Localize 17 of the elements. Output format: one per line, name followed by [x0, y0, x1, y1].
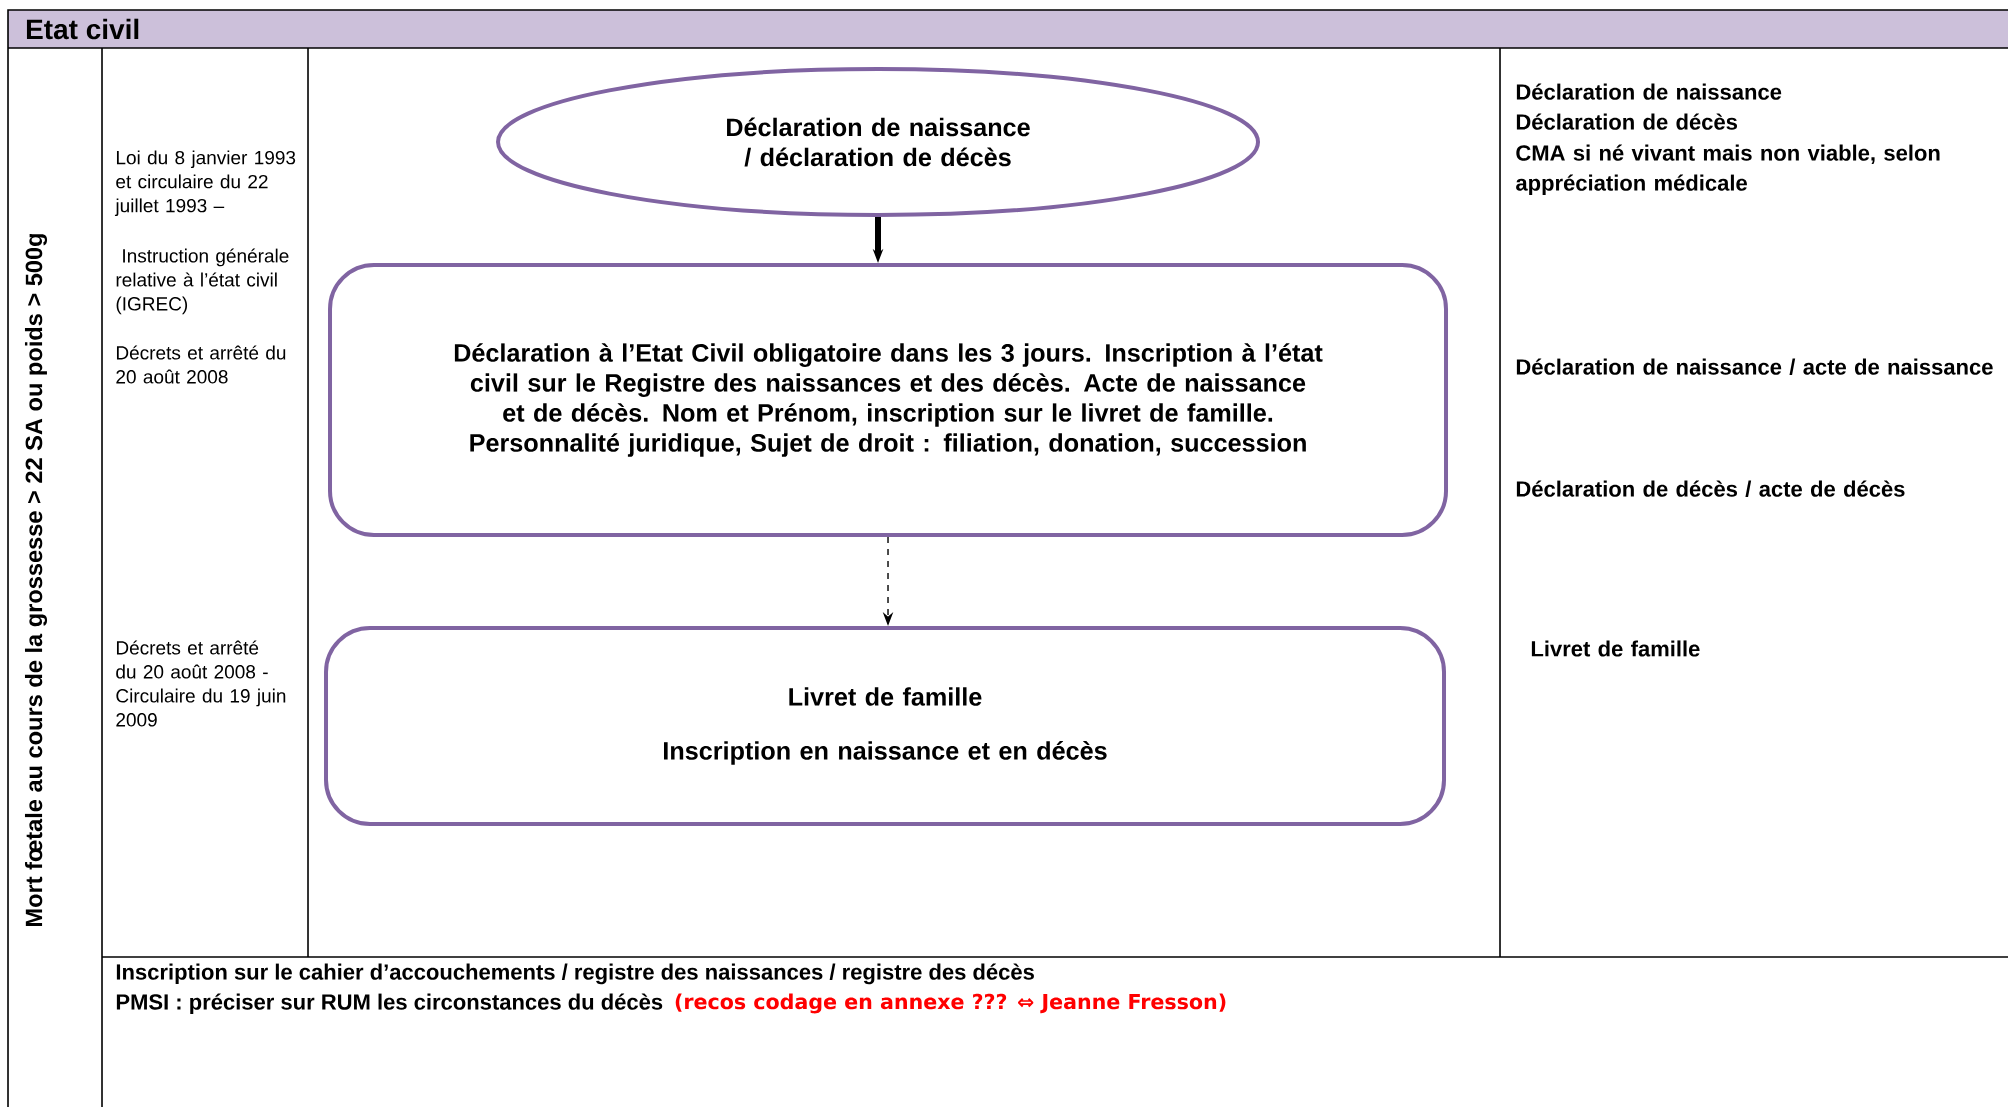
side-note-text: Déclaration de naissance [1516, 83, 1782, 100]
footnote-text: (recos codage en annexe ??? ⇔ Jeanne Fresson) [675, 993, 1226, 1014]
process-box: Livret de famille Inscription en naissance et en décès [324, 626, 1446, 826]
legal-reference-text: Décrets et arrêté du 20 août 2008 - Circulaire du 19 juin 2009 [116, 640, 286, 727]
side-note-text: Déclaration de décès [1516, 113, 1737, 130]
legal-reference-text: Loi du 8 janvier 1993 et circulaire du 22 juillet 1993 – [114, 150, 296, 217]
row-header-text: Mort fœtale au cours de la grossesse > 22 SA ou poids > 500g [24, 234, 48, 926]
side-note-text: Livret de famille [1531, 640, 1700, 657]
side-note-text: CMA si né vivant mais non viable, selon appréciation médicale [1516, 144, 1940, 196]
legal-reference-text: Décrets et arrêté du 20 août 2008 [116, 345, 286, 384]
legal-reference-text: Instruction générale relative à l’état civil (IGREC) [116, 248, 289, 315]
footnote-text: PMSI : préciser sur RUM les circonstances du décès [116, 993, 663, 1015]
process-box: Déclaration à l’Etat Civil obligatoire dans les 3 jours. Inscription à l’état civil sur le Registre des naissances et des décès. Acte de naissance et de décès. Nom et Prénom, inscription sur le livret de famille. Personnalité juridique, Sujet de droit : filiation, donation, succession [328, 263, 1448, 537]
side-note-text: Déclaration de décès / acte de décès [1516, 480, 1905, 497]
side-note-text: Déclaration de naissance / acte de naissance [1516, 358, 1993, 375]
title-band: Etat civil [8, 10, 2008, 48]
footnote-text: Inscription sur le cahier d’accouchements / registre des naissances / registre des décès [116, 963, 1034, 985]
